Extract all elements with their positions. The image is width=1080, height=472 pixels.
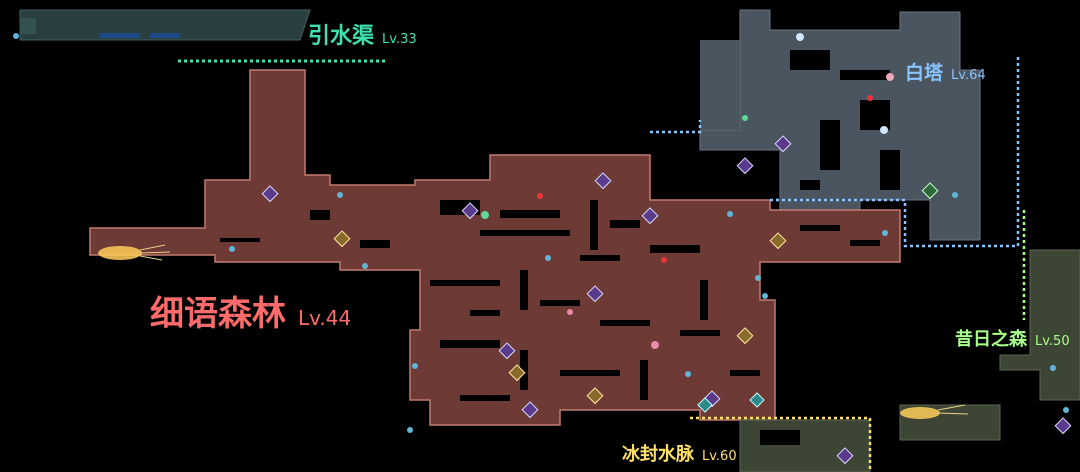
region-label-white-tower: 白塔 Lv.64 bbox=[905, 58, 986, 85]
region-level: Lv.33 bbox=[382, 32, 417, 47]
region-label-aqueduct: 引水渠 Lv.33 bbox=[308, 18, 417, 50]
area-aqueduct bbox=[19, 9, 311, 41]
region-name: 白塔 bbox=[905, 62, 944, 84]
area-white-tower bbox=[699, 9, 981, 241]
region-label-old-forest: 昔日之森 Lv.50 bbox=[955, 325, 1070, 351]
boundary-tower bbox=[650, 55, 1020, 248]
area-ice-vein bbox=[739, 419, 871, 472]
region-name: 昔日之森 bbox=[955, 329, 1027, 350]
region-level: Lv.60 bbox=[702, 449, 737, 464]
map-markers[interactable] bbox=[13, 33, 1072, 465]
region-name: 引水渠 bbox=[308, 24, 375, 49]
region-name: 冰封水脉 bbox=[622, 444, 694, 465]
region-level: Lv.50 bbox=[1035, 334, 1070, 349]
area-whispering-forest bbox=[89, 69, 901, 426]
region-name: 细语森林 bbox=[150, 294, 286, 334]
region-label-whispering-forest: 细语森林 Lv.44 bbox=[150, 286, 351, 335]
region-level: Lv.64 bbox=[951, 68, 986, 83]
region-label-ice-vein: 冰封水脉 Lv.60 bbox=[622, 440, 737, 466]
region-level: Lv.44 bbox=[298, 306, 352, 330]
boundary-ice-vein bbox=[690, 416, 872, 472]
creature-marker-left[interactable] bbox=[98, 244, 171, 261]
creature-marker-right[interactable] bbox=[900, 404, 969, 419]
